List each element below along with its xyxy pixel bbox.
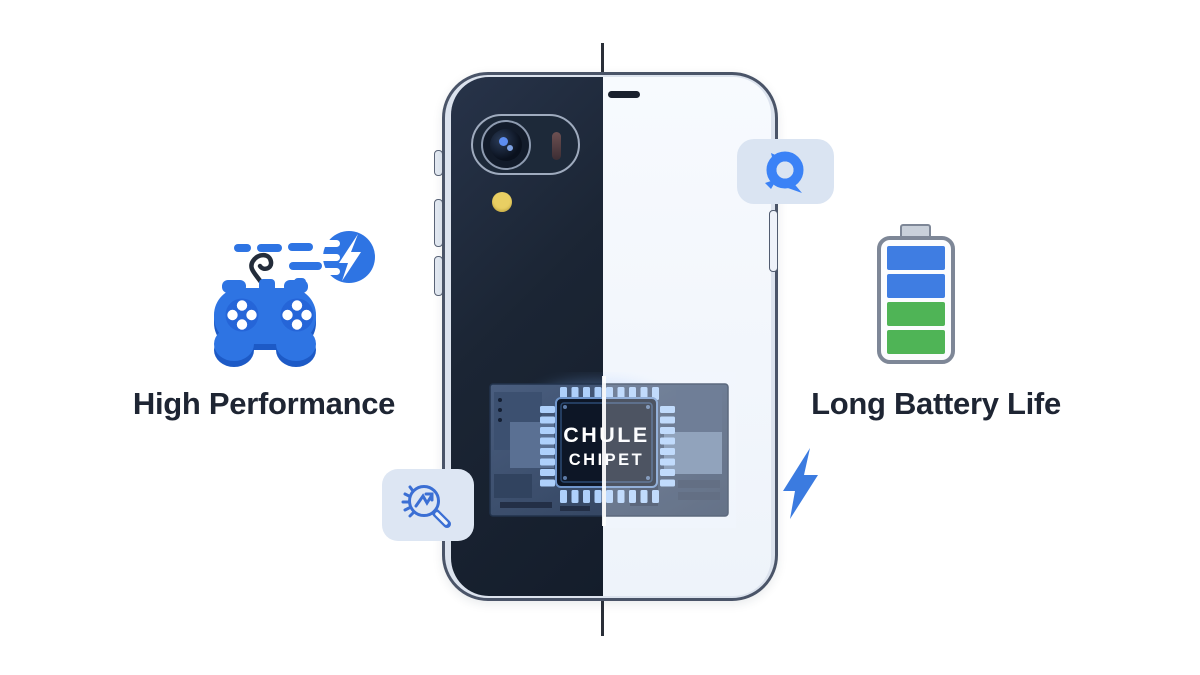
controller-buttons	[227, 300, 312, 330]
lightning-bolt-in-comet-icon	[339, 234, 361, 281]
dpad-cluster	[225, 298, 259, 332]
camera-lens-glass	[490, 129, 522, 161]
board-light-overlay	[603, 372, 736, 528]
battery-segment-blue	[887, 246, 945, 270]
zoom-search-icon	[764, 151, 803, 193]
battery-icon	[877, 222, 955, 364]
split-highlight-line	[602, 376, 606, 526]
speed-dashes	[234, 243, 322, 286]
battery-segment-green	[887, 302, 945, 326]
lightning-bolt-icon	[783, 448, 818, 519]
phone-side-button	[769, 210, 778, 272]
divider-line-top	[601, 43, 604, 74]
camera-lens-icon	[481, 120, 531, 170]
zoom-search-badge	[737, 139, 834, 204]
battery-cells	[887, 246, 945, 354]
performance-scan-badge	[382, 469, 474, 541]
high-performance-label: High Performance	[132, 386, 396, 421]
camera-sensor-dot	[492, 192, 512, 212]
lens-glint	[507, 145, 513, 151]
battery-segment-green	[887, 330, 945, 354]
controller-cable	[249, 252, 274, 293]
lens-glint	[499, 137, 508, 146]
camera-flash-icon	[552, 132, 561, 160]
phone: CHULE CHIPET	[442, 72, 778, 601]
battery-segment-blue	[887, 274, 945, 298]
chip-pins	[540, 387, 675, 503]
game-controller-speed-icon	[214, 231, 375, 367]
comet-slits	[314, 240, 340, 275]
camera-module	[471, 114, 580, 175]
chip	[555, 397, 658, 488]
chip-inner-border	[560, 402, 653, 483]
battery-body	[877, 236, 955, 364]
divider-line-bottom	[601, 601, 604, 636]
chipset-board: CHULE CHIPET	[489, 372, 736, 528]
button-cluster	[280, 298, 314, 332]
speaker-grille	[608, 91, 640, 98]
chip-corner-screws	[563, 405, 650, 480]
long-battery-life-label: Long Battery Life	[811, 386, 1061, 421]
performance-scan-icon	[401, 485, 451, 528]
